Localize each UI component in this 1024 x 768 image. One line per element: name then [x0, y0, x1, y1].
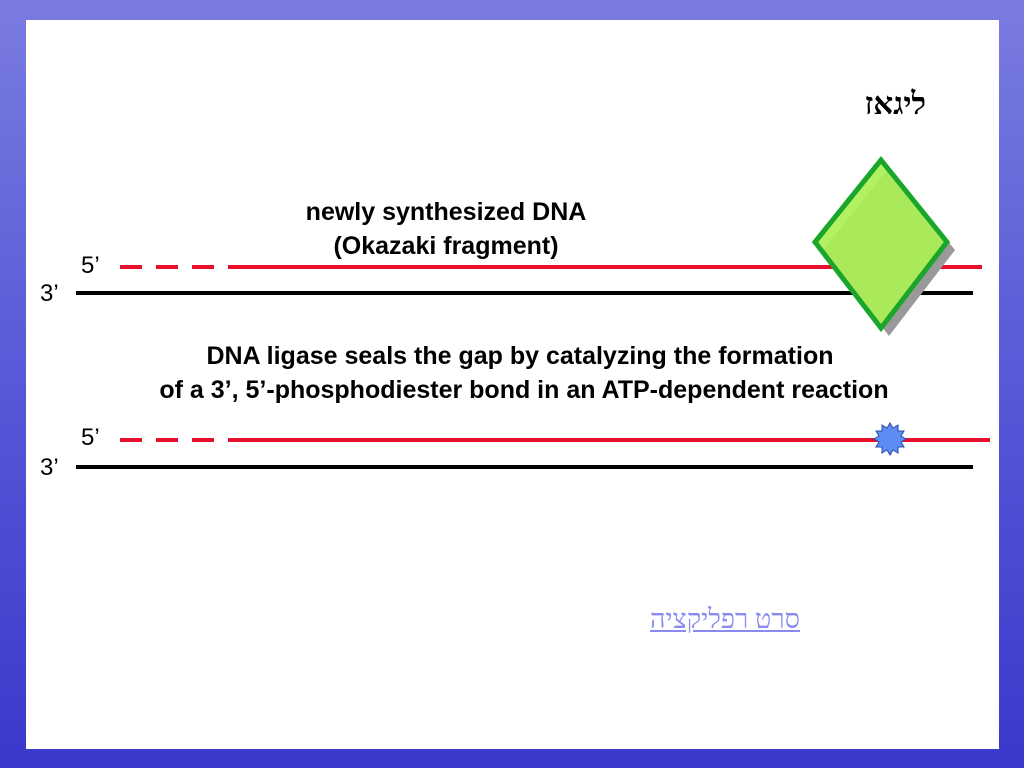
slide: ליגאז newly synthesized DNA (Okazaki fra… [26, 20, 999, 749]
bottom-strand-5-prime-label: 5’ [81, 424, 100, 451]
top-caption-line1: newly synthesized DNA [306, 198, 587, 226]
blue-phosphodiester-bond-dot-icon [873, 422, 907, 456]
slide-title: ליגאז [864, 86, 926, 121]
replication-video-link[interactable]: סרט רפליקציה [649, 604, 800, 634]
top-strand-3-prime-label: 3’ [40, 280, 59, 307]
top-caption-line2: (Okazaki fragment) [333, 232, 558, 260]
middle-caption-line2: of a 3’, 5’-phosphodiester bond in an AT… [159, 376, 888, 404]
green-diamond-enzyme-icon [811, 156, 951, 333]
bottom-strand-3-prime-label: 3’ [40, 454, 59, 481]
top-strand-5-prime-label: 5’ [81, 252, 100, 279]
dna-ligase-diagram: newly synthesized DNA (Okazaki fragment)… [40, 156, 990, 481]
middle-caption-line1: DNA ligase seals the gap by catalyzing t… [206, 342, 833, 370]
